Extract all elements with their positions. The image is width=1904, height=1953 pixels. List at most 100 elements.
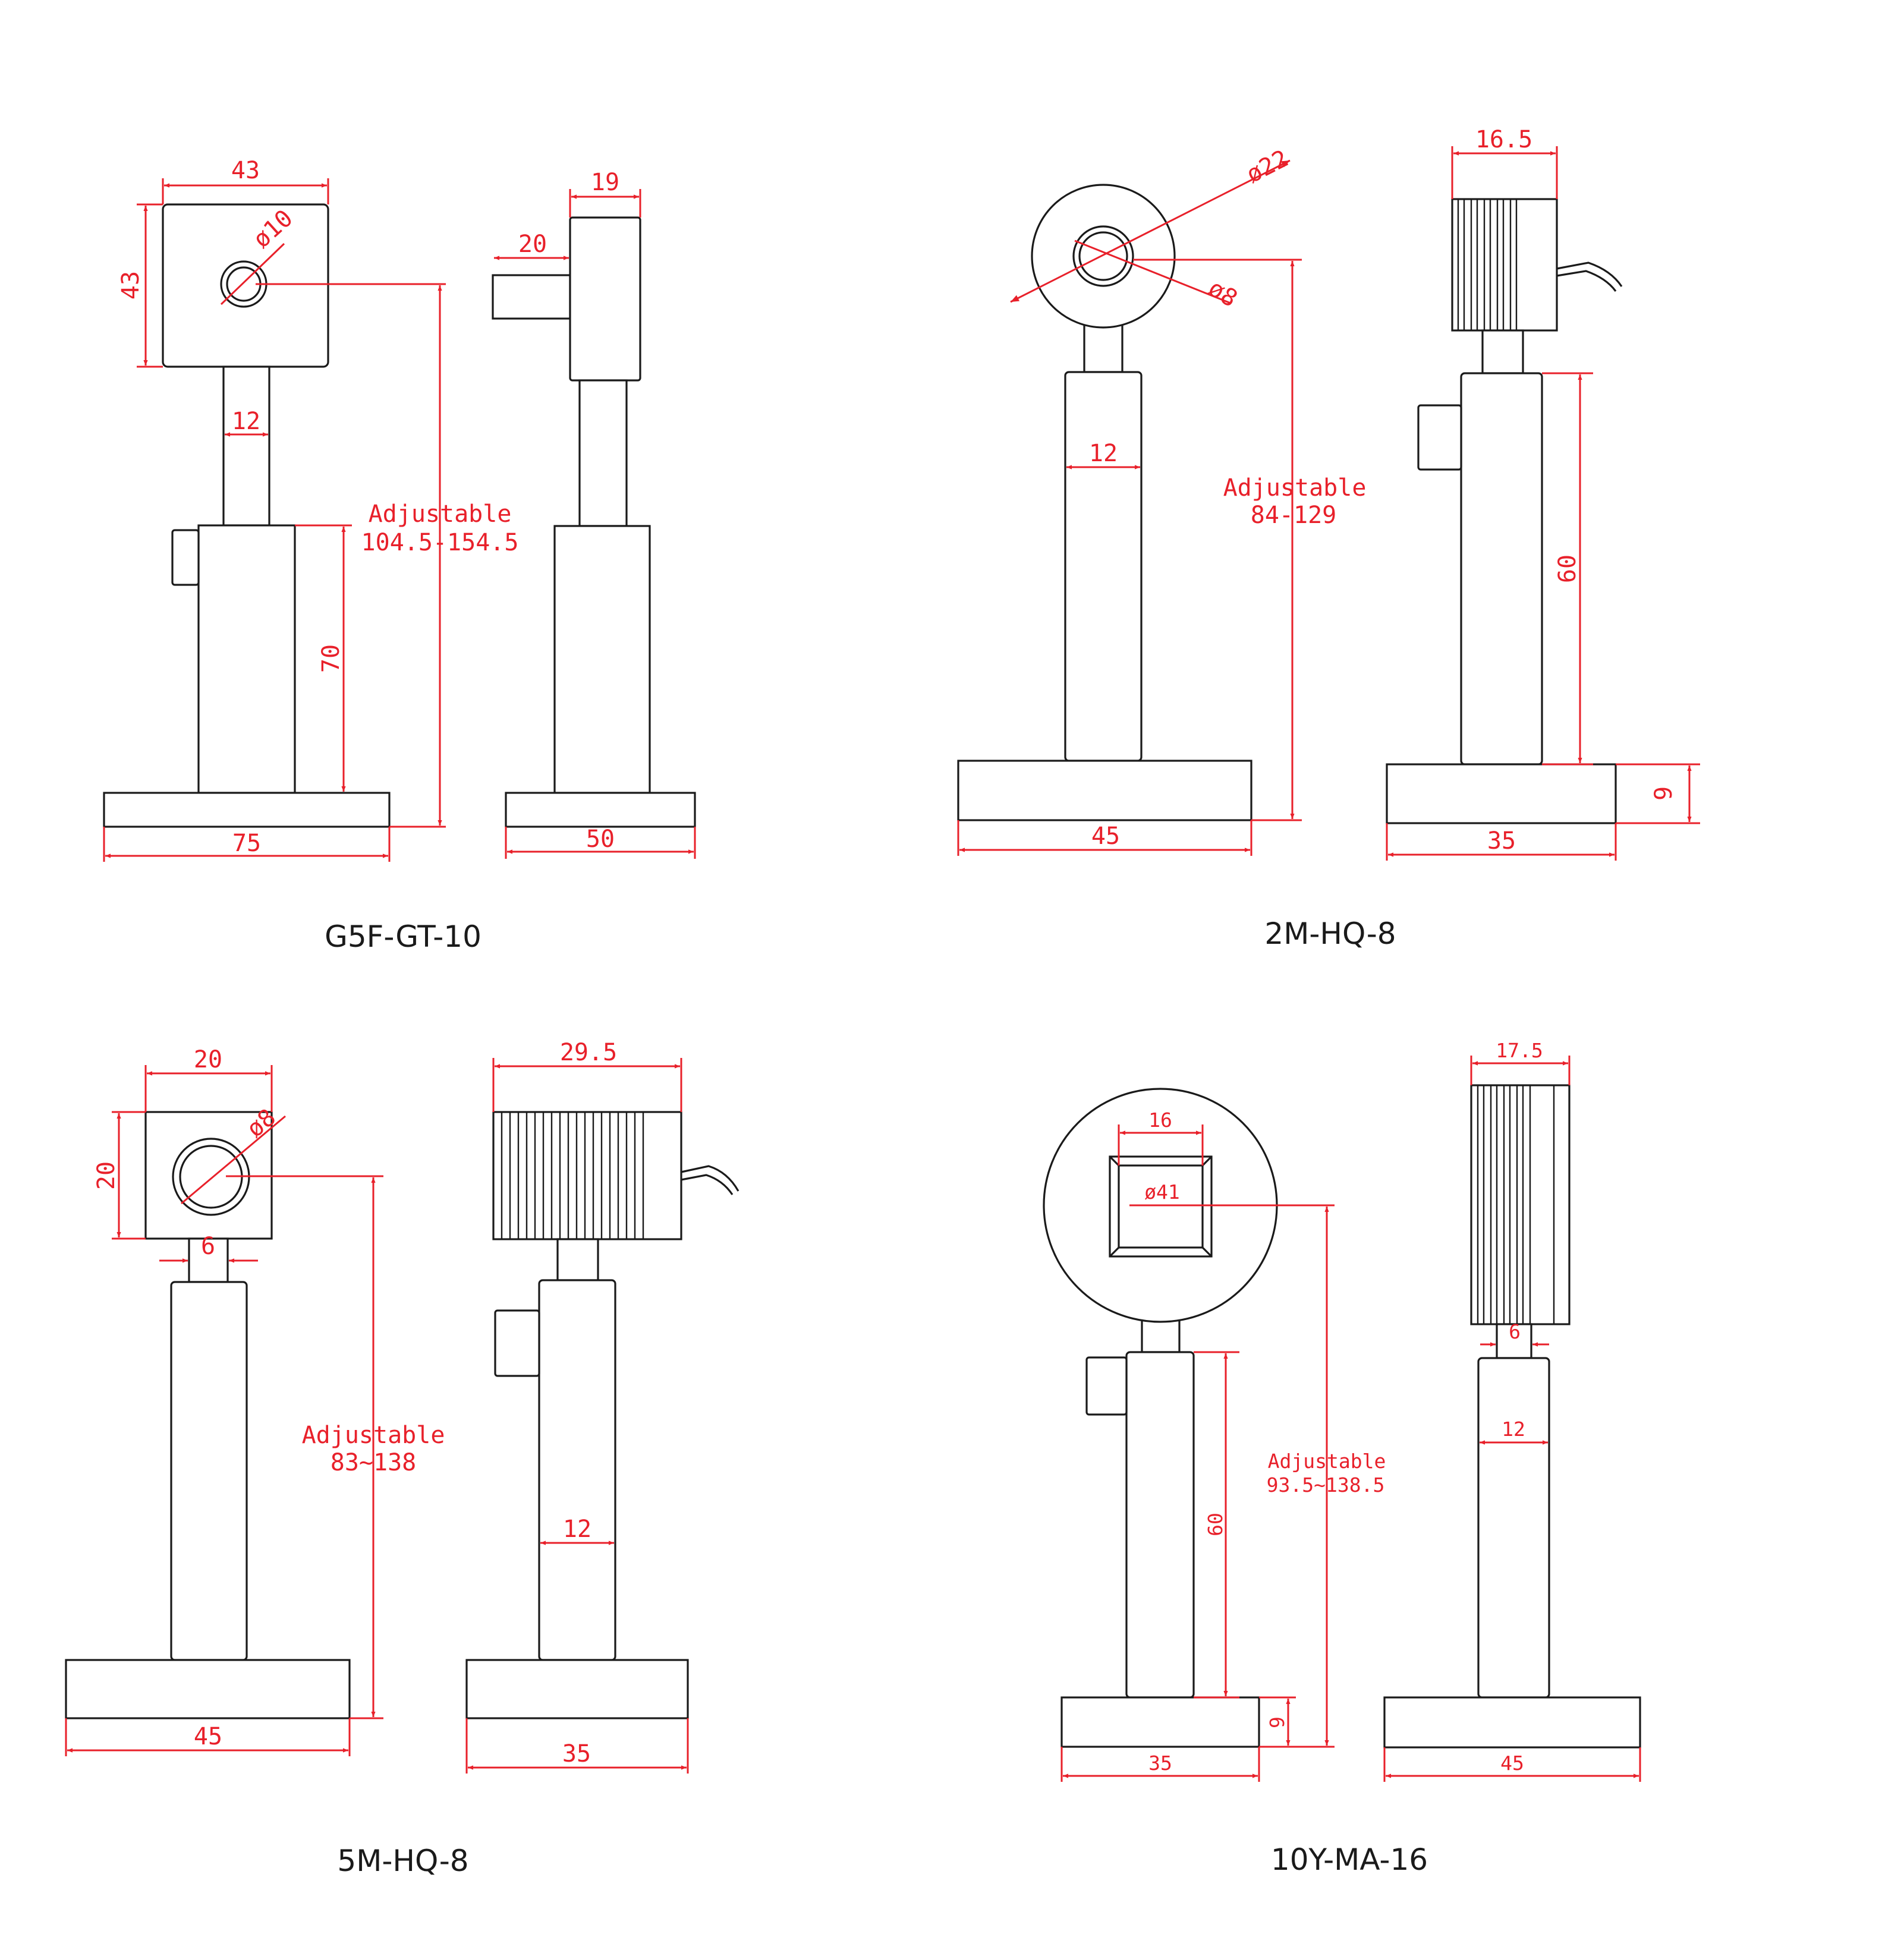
side-lens-barrel	[492, 274, 571, 320]
caption-5m-hq-8: 5M-HQ-8	[337, 1844, 468, 1878]
cable-2	[1556, 270, 1617, 292]
dim-neck: 6	[201, 1233, 215, 1260]
side-rod	[578, 379, 628, 527]
base-plate	[957, 760, 1252, 821]
side-dimensions: 29.5 12 35	[465, 1039, 689, 1774]
side-base-plate	[465, 1659, 689, 1719]
side-head-block	[569, 216, 641, 382]
dim-base-thickness: 9	[1266, 1716, 1289, 1728]
side-post	[1460, 372, 1543, 766]
heatsink-fins	[501, 1112, 644, 1239]
dim-post-height: 60	[1204, 1513, 1227, 1536]
side-post	[553, 525, 651, 794]
front-view	[957, 184, 1252, 821]
dim-post-height: 60	[1554, 555, 1581, 583]
front-view	[103, 203, 391, 828]
dim-rod: 12	[563, 1516, 591, 1543]
dim-head-height: 43	[117, 271, 144, 300]
side-base-plate	[1383, 1696, 1641, 1749]
rod	[222, 366, 270, 527]
caption-2m-hq-8: 2M-HQ-8	[1264, 916, 1396, 951]
side-neck	[556, 1238, 599, 1281]
side-post	[538, 1279, 616, 1661]
dim-base-width: 45	[194, 1723, 222, 1750]
dim-rod: 12	[1502, 1418, 1525, 1441]
dim-side-base: 35	[1487, 827, 1516, 855]
side-view	[1386, 198, 1623, 824]
dim-aperture: ø8	[241, 1104, 281, 1143]
side-heatsink-head	[492, 1111, 682, 1240]
lock-knob	[1085, 1356, 1128, 1416]
side-dimensions: 19 20 50	[494, 169, 696, 859]
dim-outer-dia: ø41	[1144, 1180, 1180, 1204]
side-base-plate	[505, 792, 696, 828]
side-heatsink-head	[1451, 198, 1558, 332]
front-dimensions: 16 ø41 60 9 Adjustable 93.5~138.5 35	[1060, 1108, 1386, 1782]
dim-adjustable-label: Adjustable	[302, 1422, 445, 1449]
heatsink-fins	[1457, 199, 1518, 330]
head-block	[162, 203, 329, 368]
side-neck	[1481, 329, 1524, 374]
dim-side-width: 17.5	[1496, 1039, 1543, 1062]
dim-side-base: 35	[562, 1740, 591, 1768]
dim-base-height: 70	[317, 644, 345, 673]
dim-side-width: 16.5	[1475, 126, 1532, 153]
side-view	[492, 216, 696, 828]
base-plate	[65, 1659, 351, 1719]
side-view	[1383, 1084, 1641, 1749]
caption-10y-ma-16: 10Y-MA-16	[1271, 1842, 1428, 1877]
lock-knob	[1417, 404, 1462, 471]
base-plate	[103, 792, 391, 828]
base-plate	[1060, 1696, 1260, 1748]
drawing-g5f-gt-10: 43 43 ø10 12 Adjustable 104.5-154.5 70 7…	[103, 157, 696, 954]
dim-base-width: 75	[232, 830, 261, 857]
side-base-plate	[1386, 763, 1617, 824]
dim-adjustable-range: 83~138	[331, 1449, 417, 1476]
cable	[681, 1165, 739, 1192]
dim-side-base: 50	[586, 826, 615, 853]
dim-window: 16	[1148, 1108, 1172, 1132]
side-post	[1477, 1357, 1550, 1699]
dim-adjustable-label: Adjustable	[1268, 1450, 1386, 1473]
dim-adjustable-range: 93.5~138.5	[1267, 1473, 1385, 1497]
dim-side-base: 45	[1500, 1752, 1524, 1775]
heatsink-fins	[1477, 1085, 1555, 1324]
post	[1125, 1351, 1195, 1699]
dim-adjustable-label: Adjustable	[1223, 474, 1367, 502]
dim-adjustable-range: 84-129	[1251, 502, 1337, 529]
side-dimensions: 16.5 60 9 35	[1386, 126, 1700, 861]
dim-head-width: 20	[194, 1046, 222, 1073]
dim-neck: 6	[1509, 1320, 1521, 1343]
lock-knob	[494, 1309, 540, 1377]
front-view	[65, 1111, 351, 1719]
dim-side-width: 29.5	[560, 1039, 617, 1066]
cable-2	[681, 1174, 734, 1195]
dim-base-width: 35	[1148, 1752, 1172, 1775]
post	[197, 524, 296, 794]
head-disc	[1031, 184, 1176, 329]
side-heatsink-head	[1470, 1084, 1571, 1325]
dim-side-offset: 20	[518, 231, 547, 258]
dim-head-height: 20	[93, 1161, 120, 1190]
cable	[1556, 262, 1623, 287]
dim-rod: 12	[1089, 440, 1118, 467]
dim-rod: 12	[232, 408, 260, 435]
drawing-2m-hq-8: ø22 ø8 12 Adjustable 84-129 45	[957, 126, 1700, 951]
dim-base-width: 45	[1091, 823, 1120, 850]
window-outer	[1109, 1155, 1213, 1258]
front-dimensions: 43 43 ø10 12 Adjustable 104.5-154.5 70 7…	[103, 157, 519, 862]
post	[1064, 371, 1143, 762]
dim-head-width: 43	[231, 157, 260, 184]
lock-knob	[171, 529, 200, 586]
dim-base-thickness: 9	[1650, 786, 1678, 801]
dim-adjustable-range: 104.5-154.5	[361, 529, 519, 556]
drawing-10y-ma-16: 16 ø41 60 9 Adjustable 93.5~138.5 35	[1043, 1039, 1641, 1877]
dim-adjustable-label: Adjustable	[369, 500, 512, 528]
side-view	[465, 1111, 739, 1719]
dim-aperture: ø10	[248, 204, 298, 254]
dim-inner-dia: ø8	[1203, 275, 1242, 313]
drawing-5m-hq-8: 20 20 ø8 6 Adjustable 83~138 45	[65, 1039, 739, 1878]
window-inner	[1118, 1164, 1204, 1249]
front-dimensions: 20 20 ø8 6 Adjustable 83~138 45	[65, 1046, 445, 1756]
